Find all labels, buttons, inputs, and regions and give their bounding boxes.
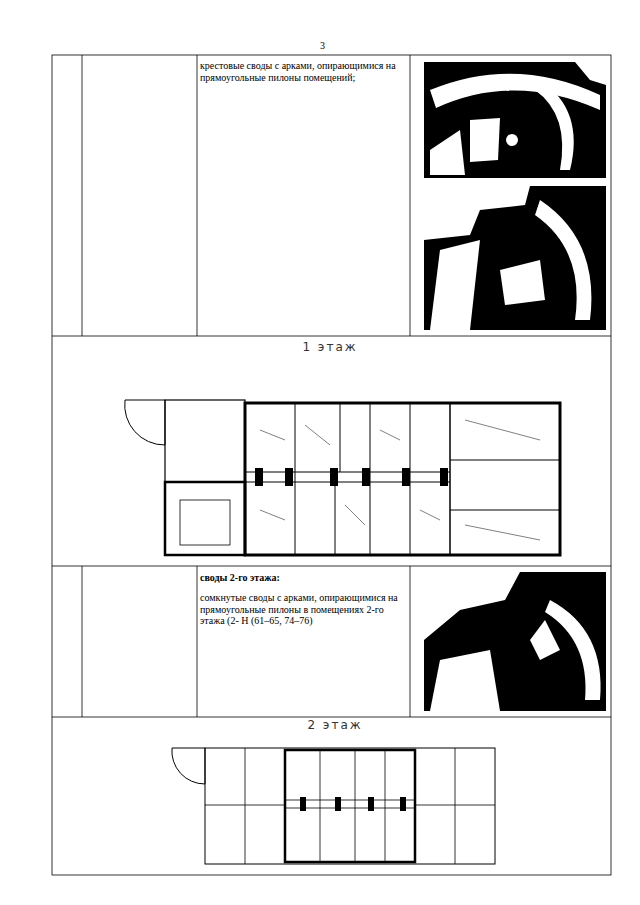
table-cell-text: сомкнутые своды с арками, опирающимися н… — [200, 592, 406, 627]
vault-photo — [424, 62, 606, 178]
floor-heading: 1 этаж — [230, 340, 430, 354]
vault-photo — [424, 186, 606, 330]
table-grid — [52, 55, 611, 875]
floor-heading: 2 этаж — [235, 718, 435, 732]
page-number: 3 — [320, 40, 350, 52]
floor-plan — [172, 748, 495, 864]
table-cell-heading: своды 2-го этажа: — [200, 572, 406, 584]
table-cell-text: крестовые своды с арками, опирающимися н… — [200, 60, 406, 83]
vault-photo — [424, 572, 606, 711]
floor-plan — [125, 400, 560, 555]
